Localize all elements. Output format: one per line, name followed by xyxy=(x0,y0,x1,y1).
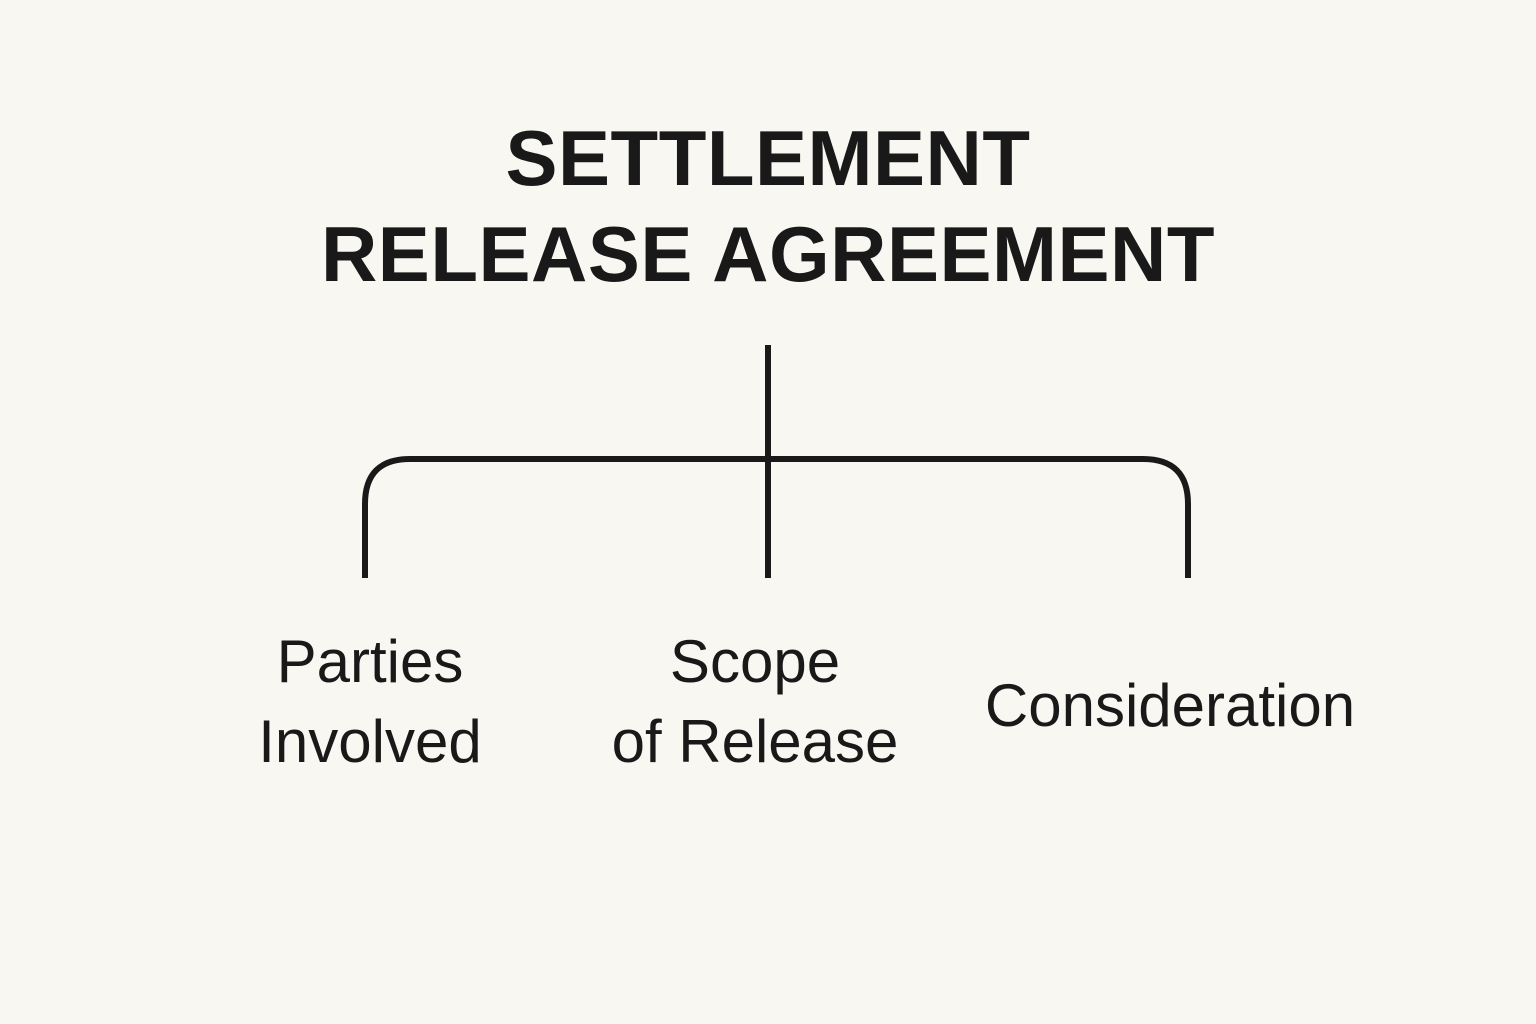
diagram-title: SETTLEMENT RELEASE AGREEMENT xyxy=(0,110,1536,302)
node-scope-of-release-line2: of Release xyxy=(611,708,899,775)
node-consideration-line1: Consideration xyxy=(984,672,1356,739)
node-parties-involved-line2: Involved xyxy=(258,708,482,775)
node-scope-of-release: Scope of Release xyxy=(612,622,899,782)
diagram-title-line1: SETTLEMENT xyxy=(505,114,1031,202)
node-consideration: Consideration xyxy=(985,666,1355,746)
bracket-line xyxy=(362,456,1191,578)
node-parties-involved: Parties Involved xyxy=(258,622,481,782)
node-parties-involved-line1: Parties xyxy=(276,628,464,695)
diagram-title-line2: RELEASE AGREEMENT xyxy=(320,210,1216,298)
node-scope-of-release-line1: Scope xyxy=(669,628,841,695)
